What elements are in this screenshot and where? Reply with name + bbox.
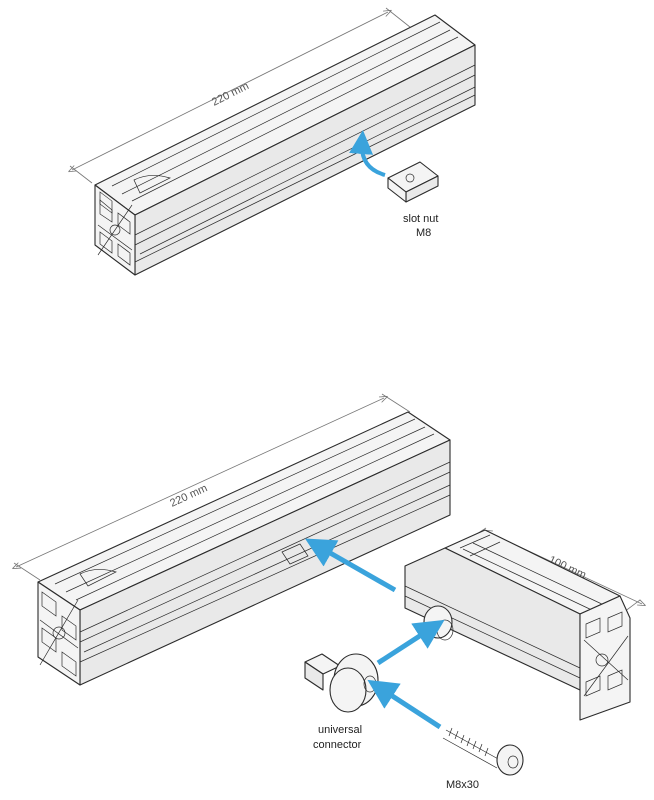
aluminium-profile-220 — [94, 14, 476, 276]
connector-label-line2: connector — [313, 739, 362, 751]
slot-nut-size-label: M8 — [416, 227, 431, 239]
straight-arrow-icon — [376, 619, 445, 666]
m8x30-screw — [442, 727, 524, 776]
bottom-figure: 220 mm 100 mm — [14, 393, 642, 791]
straight-arrow-icon — [367, 679, 442, 730]
dimension-label: 220 mm — [210, 80, 251, 109]
top-figure: 220 mm — [70, 7, 476, 276]
slot-nut — [387, 161, 439, 203]
straight-arrow-icon — [304, 538, 397, 593]
screw-label: M8x30 — [446, 779, 479, 791]
universal-connector — [304, 653, 379, 713]
aluminium-profile-100 — [404, 529, 631, 721]
aluminium-profile-220-lower — [37, 411, 451, 686]
slot-nut-label: slot nut — [403, 213, 438, 225]
connector-label: universal — [318, 724, 362, 736]
curved-arrow-icon — [349, 130, 386, 177]
